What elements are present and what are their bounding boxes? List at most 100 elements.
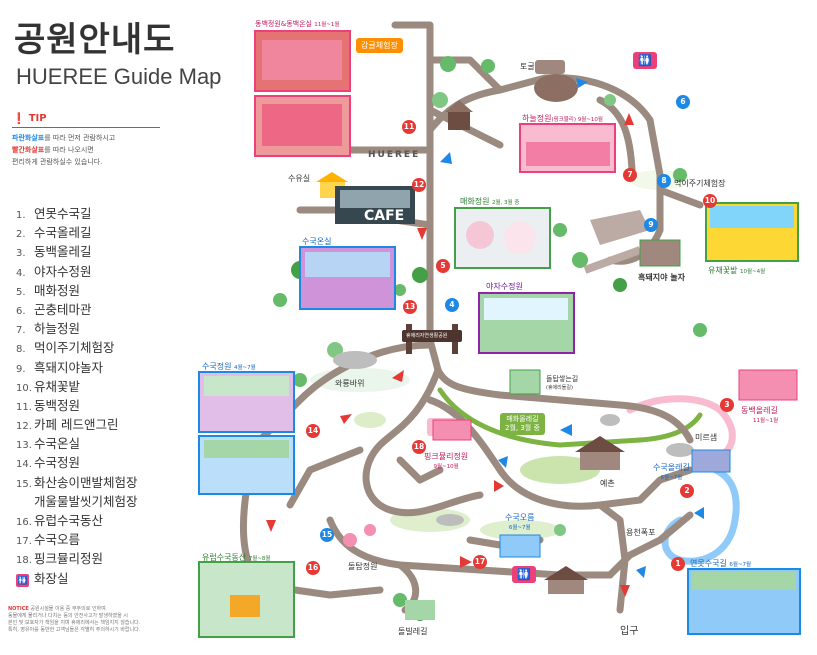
legend-item-restroom: 🚻화장실 — [16, 570, 69, 587]
page-title: 공원안내도 — [14, 20, 176, 60]
label-plum: 매화정원 2월, 3월 중 — [460, 197, 520, 206]
red-arrow-icon — [340, 414, 352, 424]
badge-10: 10 — [703, 194, 717, 208]
legend-item: 5.매화정원 — [16, 282, 81, 298]
tip-red-arrow: 빨간화살표 — [12, 146, 45, 154]
tip-blue-arrow: 파란화살표 — [12, 134, 45, 142]
notice-line: 동물에게 물리거나 다치는 등의 안전사고가 발생하였을 시 — [8, 613, 128, 619]
notice: NOTICE 공원시설물 이용 중 부주의로 인하여 동물에게 물리거나 다치는… — [8, 606, 208, 634]
badge-17: 17 — [473, 555, 487, 569]
red-arrow-icon — [460, 556, 472, 568]
notice-line: 공원시설물 이용 중 부주의로 인하여 — [30, 606, 106, 612]
legend-item: 6.곤충테마관 — [16, 301, 92, 317]
label-yongcheon: 용천폭포 — [626, 528, 656, 537]
photo-pinkmuhly — [432, 419, 472, 441]
label-greenhouse: 수국온실 — [302, 237, 332, 246]
label-palm: 야자수정원 — [486, 282, 523, 291]
legend-item: 11.동백정원 — [16, 397, 81, 413]
tip-label: TIP — [28, 113, 47, 124]
notice-line: 본인 및 보호자가 책임을 지며 휴애리에서는 책임지지 않습니다. — [8, 620, 141, 626]
blue-arrow-icon — [636, 566, 646, 578]
tip-body: 파란화살표를 따라 먼저 관람하시고 빨간화살표를 따라 나오시면 편리하게 관… — [12, 132, 162, 168]
photo-hydrangea-olle — [691, 449, 731, 473]
label-europe: 유럽수국동산 7월~8월 — [202, 553, 271, 562]
restroom-tag-top: 🚻 — [633, 52, 657, 69]
blue-arrow-icon — [498, 456, 508, 468]
blue-arrow-icon — [440, 152, 452, 164]
badge-16: 16 — [306, 561, 320, 575]
badge-18: 18 — [412, 440, 426, 454]
tip-text-3: 편리하게 관람하실수 있습니다. — [12, 158, 103, 166]
tip-divider — [12, 127, 160, 128]
photo-pig — [639, 239, 681, 267]
notice-line: 특히, 영유아를 동반한 고객님들은 각별히 주의하시기 바랍니다. — [8, 627, 141, 633]
photos — [198, 30, 801, 638]
badge-15: 15 — [320, 528, 334, 542]
badge-3: 3 — [720, 398, 734, 412]
label-entrance: 입구 — [620, 626, 639, 637]
legend-item: 18.핑크뮬리정원 — [16, 551, 104, 567]
label-sky-garden: 하늘정원(핑크뮬리) 9월~10월 — [522, 114, 603, 123]
direction-arrows — [266, 78, 704, 597]
label-suyoul: 수유실 — [288, 174, 311, 183]
label-yechon: 예촌 — [600, 479, 615, 488]
label-pond: 연못수국길 6월~7월 — [690, 559, 752, 568]
legend-item: 3.동백올레길 — [16, 244, 92, 260]
badge-7: 7 — [623, 168, 637, 182]
label-feeding: 먹이주기체험장 — [674, 179, 726, 188]
label-pig-play: 흑돼지야 놀자 — [638, 273, 685, 282]
legend-item: 1.연못수국길 — [16, 206, 92, 221]
exclamation-icon: ❗ — [12, 112, 26, 125]
hueree-sign: HUEREE — [368, 150, 421, 160]
badge-11: 11 — [402, 120, 416, 134]
legend-item: 2.수국올레길 — [16, 225, 92, 241]
red-arrow-icon — [392, 370, 404, 382]
label-dolbalegil: 돌빌레길 — [398, 627, 428, 636]
legend-item: 10.유채꽃밭 — [16, 378, 81, 394]
blue-arrow-icon — [694, 507, 704, 519]
badge-4: 4 — [445, 298, 459, 312]
legend-item: 7.하늘정원 — [16, 321, 81, 337]
legend-item: 개울물발씻기체험장 — [34, 493, 138, 509]
cafe-sign: CAFE — [364, 208, 405, 224]
photo-stonetower — [509, 369, 541, 395]
legend-item: 8.먹이주기체험장 — [16, 340, 115, 356]
label-mireusaem: 미르샘 — [695, 433, 718, 442]
legend-item: 13.수국온실 — [16, 436, 81, 452]
tangerine-tag: 감귤체험장 — [356, 38, 403, 53]
photo-camellia-olle — [738, 369, 798, 401]
label-doljeongwon: 돌탑정원 — [348, 562, 378, 571]
photo-camellia-bottom — [254, 95, 351, 157]
red-arrow-icon — [624, 113, 634, 125]
tip-box: ❗ TIP 파란화살표를 따라 먼저 관람하시고 빨간화살표를 따라 나오시면 … — [12, 112, 162, 168]
pond-path — [661, 461, 740, 565]
gate-sign: 휴애리자연생활공원 — [406, 333, 448, 339]
label-hydrangea-garden: 수국정원 4월~7월 — [202, 362, 256, 371]
red-arrow-icon — [620, 585, 630, 597]
legend-item: 12.카페 레드앤그린 — [16, 417, 119, 433]
legend-item: 16.유럽수국동산 — [16, 513, 104, 528]
blue-arrow-icon — [576, 78, 588, 88]
label-wabeul: 와룡바위 — [335, 379, 365, 388]
label-togul: 토굴 — [520, 62, 535, 71]
label-camellia-garden: 동백정원&동백온실 11월~1월 — [255, 20, 340, 28]
blue-arrow-icon — [560, 424, 572, 436]
tip-header: ❗ TIP — [12, 112, 162, 125]
legend-list: 1.연못수국길 2.수국올레길 3.동백올레길 4.야자수정원 5.매화정원 6… — [16, 204, 226, 588]
restroom-icon: 🚻 — [16, 573, 29, 587]
restroom-tag-bottom: 🚻 — [512, 566, 536, 583]
badge-6: 6 — [676, 95, 690, 109]
badge-8: 8 — [657, 174, 671, 188]
legend-item: 14.수국정원 — [16, 455, 81, 471]
photo-doljeongwon — [405, 600, 435, 620]
page-subtitle: HUEREE Guide Map — [16, 64, 222, 89]
badge-12: 12 — [412, 178, 426, 192]
badge-9: 9 — [644, 218, 658, 232]
legend-item: 9.흑돼지야놀자 — [16, 359, 104, 375]
badge-2: 2 — [680, 484, 694, 498]
